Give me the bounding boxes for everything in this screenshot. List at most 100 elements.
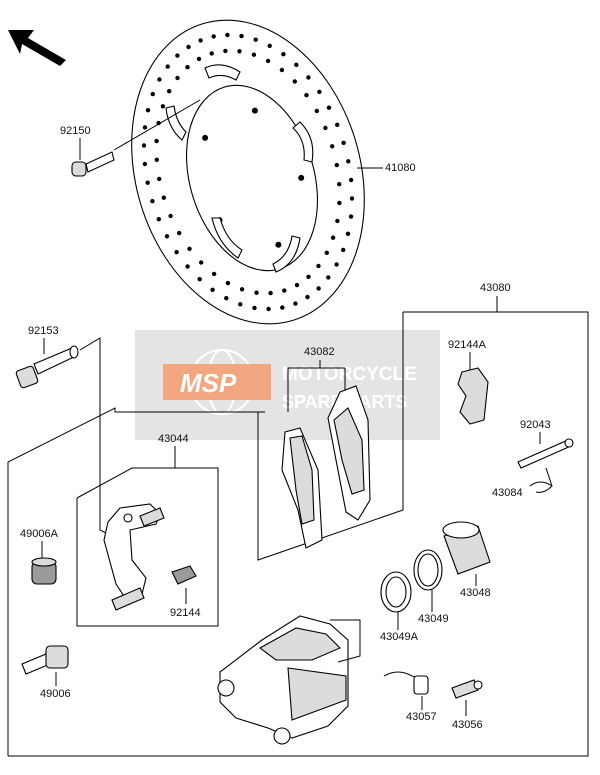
disc-hole: [335, 122, 340, 128]
rubber-boot-pin: [21, 645, 69, 675]
disc-hole: [197, 277, 202, 282]
disc-hole: [330, 144, 335, 149]
disc-hole: [314, 108, 319, 114]
label-pin: 92043: [520, 419, 551, 431]
disc-hole: [316, 263, 321, 269]
disc-hole: [349, 196, 355, 201]
disc-hole: [348, 214, 354, 219]
disc-hole: [316, 286, 321, 291]
caliper-body: [217, 615, 349, 745]
disc-hole: [174, 250, 179, 255]
pin-clip: [529, 467, 553, 493]
disc-hole: [211, 34, 216, 39]
disc-hole: [341, 140, 346, 145]
disc-hole: [335, 218, 340, 224]
disc-hole: [196, 56, 202, 62]
disc-hole: [185, 264, 190, 269]
watermark-logo: MSP: [180, 368, 237, 398]
disc-hole: [165, 64, 170, 69]
label-mount-bolt: 92153: [28, 325, 59, 337]
disc-hole: [341, 247, 346, 253]
label-bleeder-valve: 43056: [452, 719, 483, 731]
disc-hole: [280, 305, 285, 310]
disc-bolt-hole: [251, 107, 258, 114]
disc-hole: [282, 288, 287, 293]
disc-hole: [334, 162, 339, 168]
disc-hole: [177, 230, 182, 236]
disc-hole: [161, 195, 166, 200]
bleeder-valve: [451, 679, 483, 699]
brake-pad-left: [281, 427, 323, 549]
disc-hole: [150, 91, 155, 97]
disc-hole: [154, 157, 159, 162]
piston-seal: [413, 549, 443, 591]
disc-hole: [281, 52, 286, 57]
disc-hole: [175, 75, 180, 81]
disc-hole: [168, 213, 173, 219]
piston-seal-a: [380, 571, 412, 613]
label-boot-pin: 49006: [40, 688, 71, 700]
disc-hole: [167, 89, 172, 94]
label-seal: 43049: [418, 613, 449, 625]
disc-hole: [326, 105, 332, 110]
disc-hole: [337, 182, 342, 187]
label-bracket: 43044: [158, 433, 189, 445]
disc-hole: [323, 125, 328, 131]
label-pad-set: 43082: [304, 346, 335, 358]
disc-bolt-hole: [298, 174, 305, 181]
disc-hole: [238, 302, 243, 307]
disc-hole: [209, 51, 214, 56]
disc-hole: [141, 143, 147, 148]
disc-bolt-hole: [202, 134, 209, 141]
disc-hole: [145, 108, 151, 113]
label-disc: 41080: [385, 162, 416, 174]
disc-hole: [304, 93, 309, 98]
disc-hole: [199, 260, 204, 265]
disc-hole: [267, 43, 272, 48]
label-caliper-assy: 43080: [480, 282, 511, 294]
brake-disc: [131, 19, 365, 325]
disc-hole: [266, 306, 271, 312]
disc-hole: [175, 53, 180, 58]
disc-hole: [185, 65, 190, 70]
disc-hole: [334, 262, 339, 267]
disc-hole: [154, 138, 159, 144]
caliper-piston: [442, 521, 491, 575]
bracket-spring: [171, 565, 197, 585]
label-piston: 43048: [460, 587, 491, 599]
disc-hole: [160, 104, 166, 109]
disc-hole: [224, 296, 229, 301]
disc-hole: [239, 287, 245, 292]
pad-spring: [457, 367, 489, 425]
disc-hole: [198, 38, 203, 43]
disc-hole: [157, 176, 162, 182]
disc-hole: [306, 274, 311, 279]
front-direction-arrow-icon: [8, 30, 66, 66]
label-bracket-spring: 92144: [170, 607, 201, 619]
disc-hole: [254, 290, 259, 295]
disc-hole: [186, 44, 191, 50]
disc-hole: [253, 37, 258, 42]
disc-bolt-hole: [275, 241, 282, 248]
disc-hole: [239, 33, 244, 39]
disc-bolt: [71, 99, 201, 177]
disc-hole: [293, 301, 298, 306]
disc-hole: [305, 294, 310, 300]
disc-hole: [164, 234, 170, 239]
disc-hole: [348, 177, 354, 183]
caliper-bracket: [103, 503, 165, 611]
bleeder-cap: [383, 671, 429, 695]
disc-hole: [326, 275, 331, 280]
disc-hole: [145, 180, 150, 185]
disc-hole: [210, 287, 215, 292]
disc-hole: [211, 271, 217, 277]
disc-hole: [265, 58, 271, 64]
disc-hole: [294, 62, 299, 67]
pad-pin: [517, 438, 574, 469]
disc-hole: [306, 75, 311, 80]
disc-hole: [346, 159, 351, 164]
disc-hole: [156, 217, 161, 222]
disc-hole: [292, 79, 297, 84]
disc-hole: [251, 52, 257, 57]
